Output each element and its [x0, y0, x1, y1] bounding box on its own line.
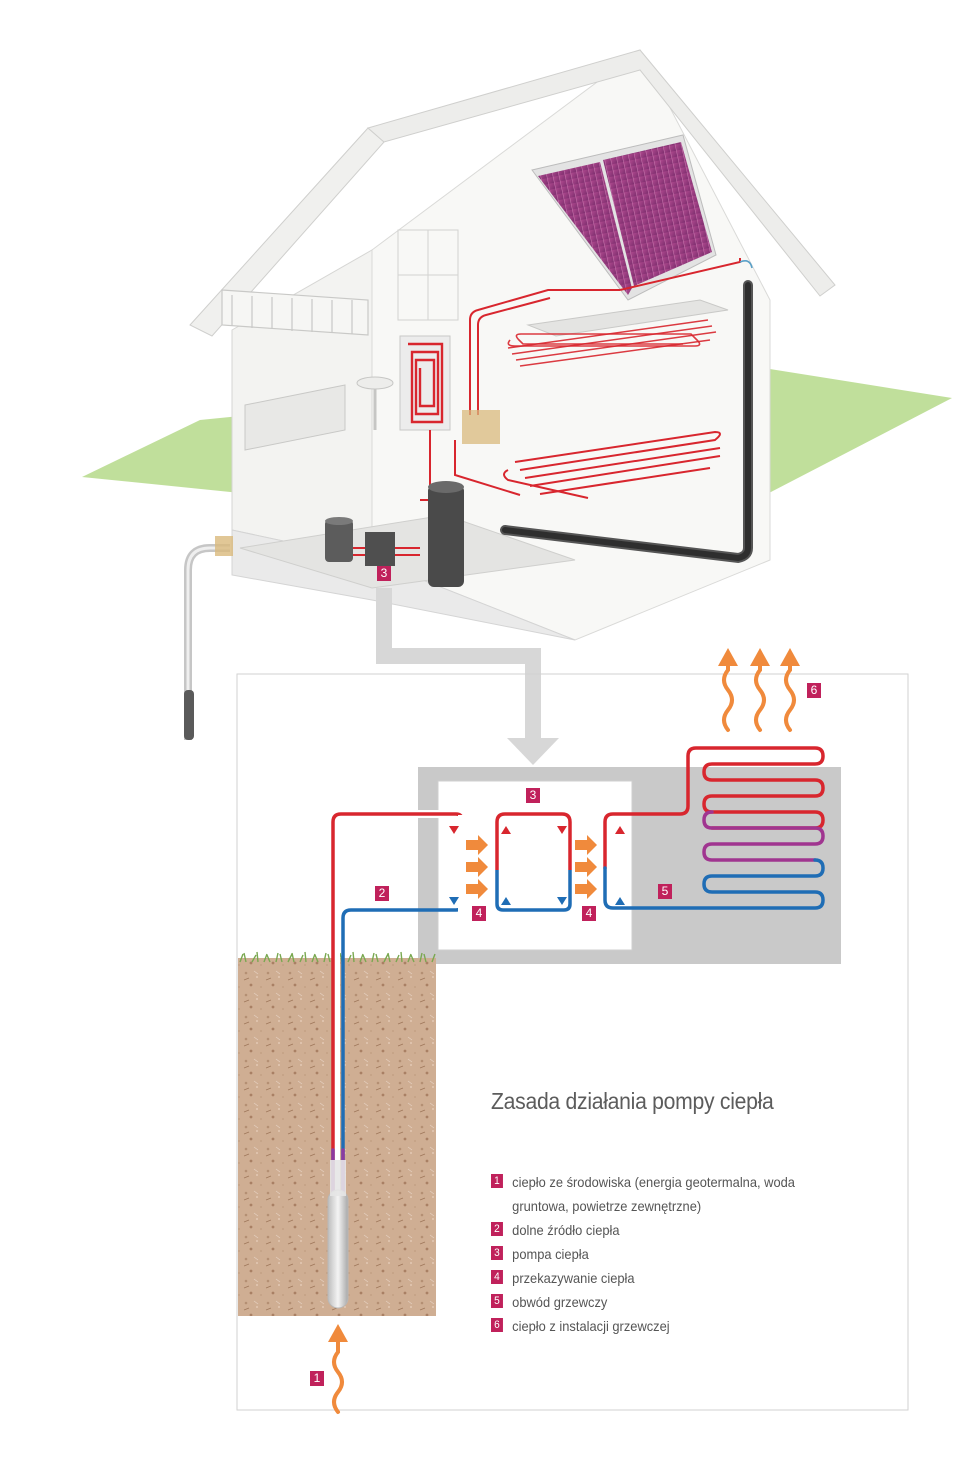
solar-collector [531, 134, 717, 301]
badge-lower-source: 2 [375, 886, 389, 901]
legend-text: pompa ciepła [512, 1246, 589, 1262]
legend-text: dolne źródło ciepła [512, 1222, 620, 1238]
floor-heating-upper [507, 333, 701, 347]
legend-item-3: 3 pompa ciepła [491, 1242, 795, 1266]
heat-pump-diagram [236, 648, 909, 1414]
diagram-frame [236, 673, 909, 1411]
sink [356, 376, 394, 390]
heat-output-arrows [722, 663, 796, 732]
legend-badge: 6 [491, 1318, 503, 1332]
buffer-tank [325, 520, 353, 562]
heat-output-arrowheads [718, 648, 800, 666]
bathtub [244, 384, 346, 451]
badge-transfer-right: 4 [582, 906, 596, 921]
environment-heat-arrowhead [328, 1324, 348, 1342]
floor-heating-lower [503, 430, 721, 499]
loop-flow-arrows [449, 826, 625, 905]
transfer-arrows-left [466, 835, 488, 899]
badge-transfer-left: 4 [472, 906, 486, 921]
legend-badge: 5 [491, 1294, 503, 1308]
ground-probe-head [184, 690, 194, 740]
heating-manifold [462, 410, 500, 444]
badge-environment: 1 [310, 1371, 324, 1386]
legend-item-5: 5 obwód grzewczy [491, 1290, 795, 1314]
diagram-title: Zasada działania pompy ciepła [491, 1088, 774, 1114]
basement-floor [239, 514, 576, 589]
ground-probe-pipe [184, 544, 230, 740]
house-illustration [82, 49, 952, 765]
house-pipes [345, 258, 741, 556]
roof-right [366, 49, 836, 297]
badge-pump-house: 3 [377, 566, 391, 581]
legend-item-6: 6 ciepło z instalacji grzewczej [491, 1314, 795, 1338]
transfer-arrows-right [575, 835, 597, 899]
legend-text-continued: gruntowa, powietrze zewnętrzne) [512, 1198, 702, 1214]
badge-heat-out: 6 [807, 683, 821, 698]
legend-text: obwód grzewczy [512, 1294, 608, 1310]
legend-text: ciepło ze środowiska (energia geotermaln… [512, 1174, 795, 1190]
flow-arrow-house-to-diagram [376, 588, 541, 738]
legend-badge: 3 [491, 1246, 503, 1260]
grass [239, 951, 436, 963]
environment-heat-arrow [332, 1338, 344, 1414]
heating-circuit-loop [603, 746, 825, 910]
legend-badge: 2 [491, 1222, 503, 1236]
balcony [221, 289, 369, 336]
legend-text: ciepło z instalacji grzewczej [512, 1318, 670, 1334]
storage-tank [428, 485, 464, 587]
ground-probe [327, 1189, 349, 1309]
legend-badge: 1 [491, 1174, 503, 1188]
wall-heating-coil [408, 342, 444, 424]
legend: 1 ciepło ze środowiska (energia geoterma… [491, 1170, 821, 1338]
heat-pump-unit [365, 532, 395, 566]
pump-inner-loop [495, 812, 572, 912]
badge-heating-circuit: 5 [658, 884, 672, 899]
legend-badge: 4 [491, 1270, 503, 1284]
legend-item-2: 2 dolne źródło ciepła [491, 1218, 795, 1242]
legend-item-1: 1 ciepło ze środowiska (energia geoterma… [491, 1170, 795, 1218]
legend-item-4: 4 przekazywanie ciepła [491, 1266, 795, 1290]
badge-pump-box: 3 [526, 788, 540, 803]
heat-exchanger-left [458, 815, 466, 915]
legend-text: przekazywanie ciepła [512, 1270, 635, 1286]
